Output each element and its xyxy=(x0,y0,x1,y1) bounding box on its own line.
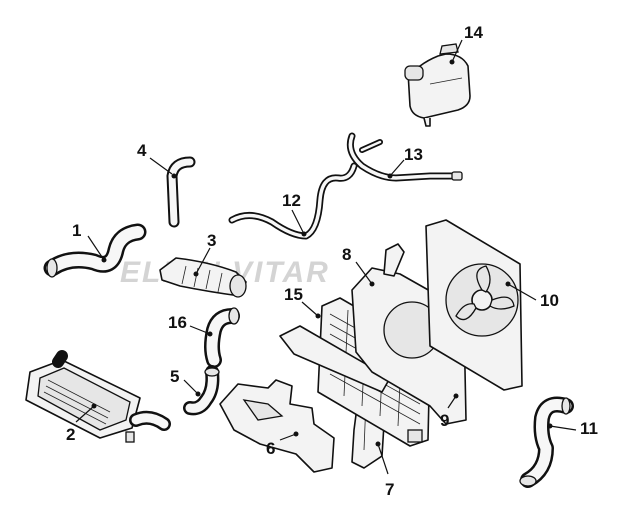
part-12-return-pipe xyxy=(228,162,358,240)
callout-11: 11 xyxy=(580,419,598,438)
part-11-lower-hose xyxy=(519,396,574,488)
callout-4: 4 xyxy=(137,141,147,160)
callout-14: 14 xyxy=(464,23,483,42)
part-10-fan-assembly xyxy=(425,219,523,391)
part-13-breather-pipe xyxy=(346,132,463,182)
callout-6: 6 xyxy=(266,439,275,458)
part-1-upper-hose xyxy=(43,223,147,278)
callout-9: 9 xyxy=(440,411,449,430)
callout-7: 7 xyxy=(385,480,394,499)
callout-2: 2 xyxy=(66,425,75,444)
callout-16: 16 xyxy=(168,313,187,332)
part-6-lower-bracket xyxy=(219,379,335,473)
callout-labels: 1 2 3 4 5 6 7 8 9 10 11 12 13 14 15 16 xyxy=(66,23,598,499)
callout-3: 3 xyxy=(207,231,216,250)
part-5-lower-elbow xyxy=(183,365,220,416)
part-4-small-hose xyxy=(166,156,196,228)
part-16-elbow-hose xyxy=(204,307,240,368)
callout-12: 12 xyxy=(282,191,301,210)
part-14-expansion-tank xyxy=(404,43,471,127)
part-3-air-duct xyxy=(159,257,247,298)
leader-lines xyxy=(75,39,577,475)
callout-10: 10 xyxy=(540,291,559,310)
part-2-intercooler xyxy=(25,350,171,443)
callout-1: 1 xyxy=(72,221,81,240)
callout-13: 13 xyxy=(404,145,423,164)
callout-5: 5 xyxy=(170,367,179,386)
callout-15: 15 xyxy=(284,285,303,304)
callout-8: 8 xyxy=(342,245,351,264)
